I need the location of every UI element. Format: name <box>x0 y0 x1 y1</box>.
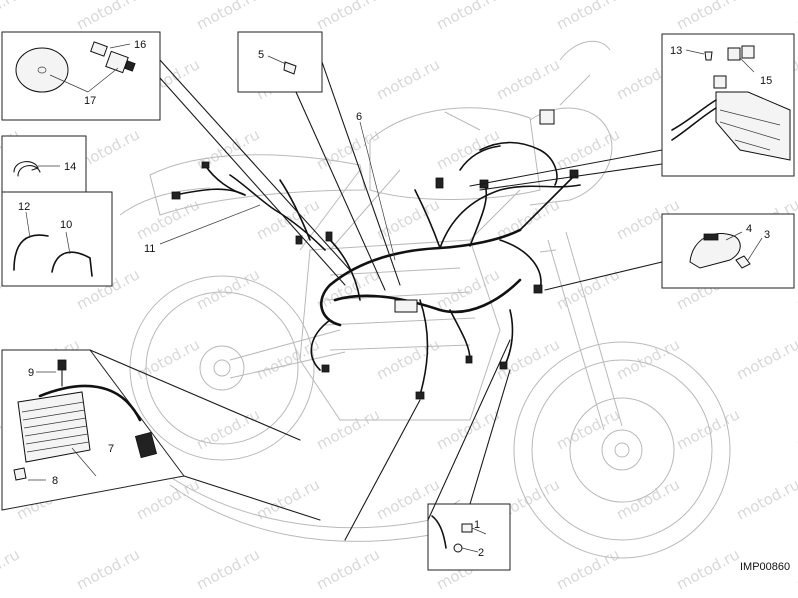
callout-3: 3 <box>764 229 770 241</box>
watermark-text: motod.ru <box>553 405 622 453</box>
nut-8 <box>13 467 27 481</box>
watermark-text: motod.ru <box>0 545 23 593</box>
watermark-text: motod.ru <box>0 0 23 34</box>
watermark-text: motod.ru <box>133 335 202 383</box>
callout-1: 1 <box>474 519 480 531</box>
watermark-text: motod.ru <box>613 335 682 383</box>
watermark-text: motod.ru <box>673 405 742 453</box>
callout-13: 13 <box>670 45 682 57</box>
watermark-text: motod.ru <box>193 265 262 313</box>
watermark-text: motod.ru <box>193 545 262 593</box>
inset-relay-13-15 <box>661 33 795 177</box>
callout-11: 11 <box>144 243 155 255</box>
watermark-text: motod.ru <box>493 55 562 103</box>
watermark-text: motod.ru <box>433 125 502 173</box>
inset-clip-5 <box>237 31 323 93</box>
watermark-text: motod.ru <box>73 545 142 593</box>
drawing-code: IMP00860 <box>740 561 790 573</box>
wiring-harness <box>171 109 581 400</box>
callout-15: 15 <box>760 75 772 87</box>
callout-labels: 1 2 3 4 5 6 7 8 9 10 11 12 13 14 15 16 1… <box>18 39 772 559</box>
callout-5: 5 <box>258 49 264 61</box>
inset-regulator-7-8-9 <box>1 349 185 511</box>
watermark-text: motod.ru <box>253 475 322 523</box>
watermark-text: motod.ru <box>433 0 502 34</box>
watermark-text: motod.ru <box>733 335 798 383</box>
voltage-regulator-7 <box>17 384 158 463</box>
callout-2: 2 <box>478 547 484 559</box>
inset-ground-1-2 <box>427 503 511 571</box>
callout-9: 9 <box>28 367 34 379</box>
pressure-switch-16 <box>90 41 136 74</box>
leader-lines <box>89 59 663 541</box>
inset-straps-10-12 <box>1 191 113 287</box>
watermark-text: motod.ru <box>793 405 798 453</box>
watermark-text: motod.ru <box>313 545 382 593</box>
callout-10: 10 <box>60 219 72 231</box>
watermark-text: motod.ru <box>373 55 442 103</box>
motorcycle-outline <box>119 40 731 559</box>
callout-17: 17 <box>84 95 96 107</box>
watermark-text: motod.ru <box>793 0 798 34</box>
watermark-text: motod.ru <box>553 0 622 34</box>
watermark-text: motod.ru <box>133 195 202 243</box>
watermark-text: motod.ru <box>373 335 442 383</box>
watermark-text: motod.ru <box>613 475 682 523</box>
watermark-text: motod.ru <box>673 545 742 593</box>
watermark-text: motod.ru <box>313 0 382 34</box>
callout-12: 12 <box>18 201 30 213</box>
screw-9 <box>57 359 67 371</box>
watermark-text: motod.ru <box>73 0 142 34</box>
watermark-text: motod.ru <box>313 125 382 173</box>
callout-6: 6 <box>356 111 362 123</box>
inset-clamp-14 <box>1 135 87 193</box>
watermark-text: motod.ru <box>193 405 262 453</box>
inset-sensor-3-4 <box>661 213 795 289</box>
watermark-text: motod.ru <box>553 265 622 313</box>
watermark-text: motod.ru <box>733 475 798 523</box>
callout-8: 8 <box>52 475 58 487</box>
watermark-text: motod.ru <box>373 195 442 243</box>
watermark-text: motod.ru <box>673 0 742 34</box>
callout-14: 14 <box>64 161 76 173</box>
watermark-text: motod.ru <box>493 335 562 383</box>
watermark-text: motod.ru <box>313 405 382 453</box>
inset-sensor-16-17 <box>1 31 161 121</box>
watermark-text: motod.ru <box>793 545 798 593</box>
disc-part-17 <box>15 47 69 93</box>
callout-7: 7 <box>108 443 114 455</box>
callout-16: 16 <box>134 39 146 51</box>
callout-4: 4 <box>746 223 752 235</box>
watermark-text: motod.ru <box>193 0 262 34</box>
